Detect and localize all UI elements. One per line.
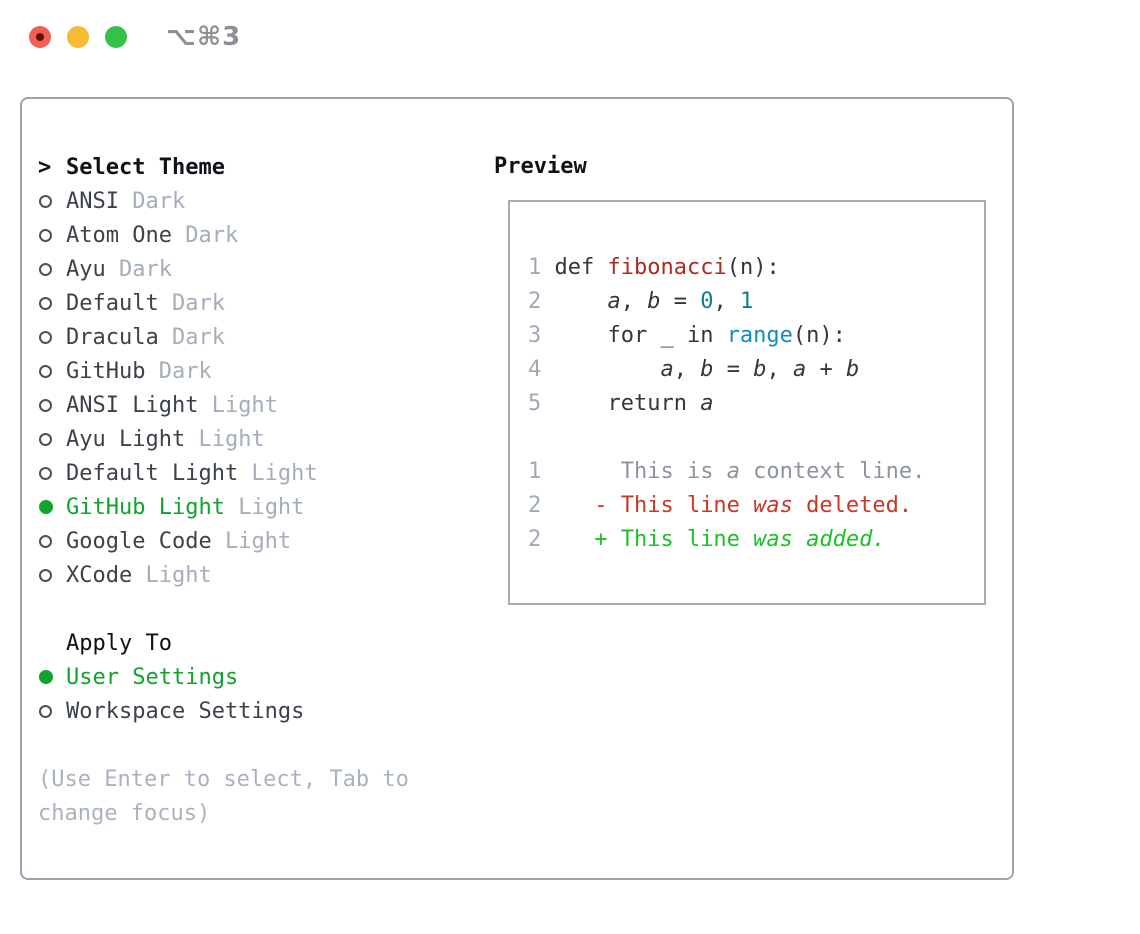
theme-name: ANSI [66,188,119,214]
radio-unselected-icon [38,364,66,378]
hint-text-line: (Use Enter to select, Tab to [38,762,409,796]
radio-unselected-icon [38,194,66,208]
radio-unselected-icon [38,704,66,718]
radio-unselected-icon [38,330,66,344]
code-line: 1 def fibonacci(n): [528,255,780,280]
theme-option-atom-one[interactable]: Atom One Dark [38,218,409,252]
apply-to-header-label: Apply To [66,630,172,656]
theme-option-ansi-light[interactable]: ANSI Light Light [38,388,409,422]
theme-variant: Light [238,460,318,486]
code-line: 1 This is a context line. [528,459,926,484]
theme-option-xcode[interactable]: XCode Light [38,558,409,592]
hint-text: change focus) [38,800,211,826]
radio-selected-icon [38,500,66,514]
theme-name: Ayu Light [66,426,186,452]
close-dot-icon [36,33,44,41]
theme-variant: Light [132,562,212,588]
preview-code: 1 def fibonacci(n): 2 a, b = 0, 1 3 for _ … [510,202,984,557]
theme-variant: Dark [171,222,239,248]
theme-variant: Light [224,494,305,520]
window-shortcut-label: ⌥⌘3 [166,22,242,52]
theme-name: Default Light [66,460,239,486]
code-line: 2 - This line was deleted. [528,493,913,518]
theme-variant: Light [198,392,278,418]
theme-option-google-code[interactable]: Google Code Light [38,524,409,558]
zoom-button[interactable] [105,26,127,48]
close-button[interactable] [29,26,51,48]
apply-option-label: User Settings [66,664,239,690]
apply-option-user-settings[interactable]: User Settings [38,660,409,694]
theme-variant: Light [185,426,265,452]
spacer [38,592,409,626]
theme-variant: Dark [105,256,172,282]
radio-unselected-icon [38,568,66,582]
theme-option-default-light[interactable]: Default Light Light [38,456,409,490]
theme-option-dracula[interactable]: Dracula Dark [38,320,409,354]
spacer [38,728,409,762]
theme-name: Default [66,290,159,316]
code-line: 3 for _ in range(n): [528,323,846,348]
apply-option-workspace-settings[interactable]: Workspace Settings [38,694,409,728]
code-line: 2 + This line was added. [528,527,886,552]
hint-text-line: change focus) [38,796,409,830]
radio-unselected-icon [38,296,66,310]
theme-name: Google Code [66,528,212,554]
theme-option-github[interactable]: GitHub Dark [38,354,409,388]
theme-option-default[interactable]: Default Dark [38,286,409,320]
hint-text: (Use Enter to select, Tab to [38,766,409,792]
theme-variant: Light [211,528,292,554]
select-theme-header-label: Select Theme [66,154,225,180]
code-line: 4 a, b = b, a + b [528,357,860,382]
theme-name: GitHub Light [66,494,225,520]
theme-variant: Dark [158,324,225,350]
minimize-button[interactable] [67,26,89,48]
window-titlebar: ⌥⌘3 [0,0,1140,74]
theme-variant: Dark [158,290,225,316]
theme-name: Atom One [66,222,172,248]
apply-to-header: Apply To [38,626,409,660]
radio-unselected-icon [38,262,66,276]
apply-option-label: Workspace Settings [66,698,305,724]
code-blank-line [528,421,984,455]
code-line: 5 return a [528,391,714,416]
radio-unselected-icon [38,432,66,446]
radio-unselected-icon [38,534,66,548]
theme-option-github-light[interactable]: GitHub Light Light [38,490,409,524]
theme-name: Ayu [66,256,106,282]
radio-unselected-icon [38,228,66,242]
radio-selected-icon [38,670,66,684]
radio-unselected-icon [38,466,66,480]
theme-name: GitHub [66,358,146,384]
theme-name: ANSI Light [66,392,199,418]
radio-unselected-icon [38,398,66,412]
preview-box: 1 def fibonacci(n): 2 a, b = 0, 1 3 for _ … [508,200,986,605]
preview-header: Preview [494,154,587,179]
focus-marker: > [38,155,66,180]
theme-variant: Dark [145,358,212,384]
select-theme-header: > Select Theme [38,150,409,184]
code-line: 2 a, b = 0, 1 [528,289,754,314]
theme-name: XCode [66,562,133,588]
focus-arrow-icon: > [38,154,52,180]
theme-variant: Dark [118,188,186,214]
theme-option-ayu[interactable]: Ayu Dark [38,252,409,286]
theme-name: Dracula [66,324,159,350]
theme-option-ayu-light[interactable]: Ayu Light Light [38,422,409,456]
theme-option-ansi[interactable]: ANSI Dark [38,184,409,218]
